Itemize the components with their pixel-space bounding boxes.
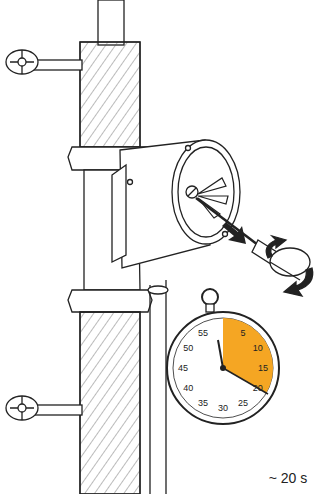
dial-number: 5 xyxy=(240,329,245,338)
dial-number: 20 xyxy=(253,384,263,393)
screwdriver xyxy=(196,198,313,296)
dial-number: 15 xyxy=(258,364,268,373)
dial-number: 25 xyxy=(238,398,248,407)
dial-number: 50 xyxy=(183,344,193,353)
dial-number: 55 xyxy=(198,329,208,338)
stopwatch xyxy=(167,289,279,424)
time-label: ~ 20 s xyxy=(269,471,308,485)
dial-number: 45 xyxy=(178,364,188,373)
dial-number: 40 xyxy=(183,384,193,393)
dial-number: 30 xyxy=(218,404,228,413)
pull-out-arrow xyxy=(222,222,246,244)
dial-number: 10 xyxy=(253,344,263,353)
pump-motor xyxy=(112,140,240,268)
dial-number: 35 xyxy=(198,398,208,407)
